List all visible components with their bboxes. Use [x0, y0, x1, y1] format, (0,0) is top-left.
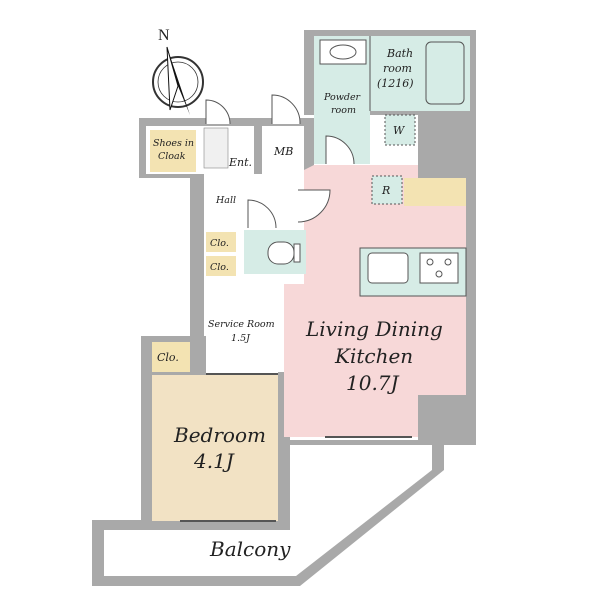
- shoes-cloak-floor: [150, 130, 196, 172]
- compass-north-label: N: [158, 27, 170, 44]
- label-shoes-in-cloak-2: Cloak: [158, 151, 186, 162]
- label-hall: Hall: [215, 195, 236, 206]
- label-bathroom-3: (1216): [377, 77, 414, 90]
- label-ldk-3: 10.7J: [346, 371, 400, 395]
- mb-floor: [262, 126, 304, 174]
- label-powder-room-2: room: [331, 105, 356, 116]
- service-room-floor: [206, 284, 278, 374]
- bedroom-floor: [152, 375, 278, 521]
- closet-1-floor: [206, 232, 236, 252]
- ldk-floor: [284, 165, 466, 437]
- genkan-tiles: [203, 127, 229, 169]
- label-shoes-in-cloak-1: Shoes in: [153, 138, 194, 149]
- fixtures: [180, 36, 465, 522]
- label-bathroom-1: Bath: [386, 47, 413, 60]
- closet-2-floor: [206, 256, 236, 276]
- compass: N: [152, 27, 204, 115]
- label-bedroom-2: 4.1J: [193, 449, 235, 473]
- label-mb: MB: [273, 145, 293, 158]
- label-closet-1: Clo.: [210, 238, 229, 249]
- refrigerator-box: [371, 175, 403, 205]
- label-entrance: Ent.: [228, 156, 252, 169]
- vanity-sink-icon: [319, 39, 367, 65]
- label-bathroom-2: room: [383, 62, 412, 75]
- kitchen-sink-icon: [367, 252, 409, 284]
- label-powder-room-1: Powder: [323, 92, 362, 103]
- label-ldk-1: Living Dining: [305, 317, 443, 341]
- label-balcony: Balcony: [209, 537, 291, 561]
- closet-3-floor: [152, 342, 190, 372]
- label-washer: W: [393, 124, 406, 137]
- label-bedroom-1: Bedroom: [173, 423, 266, 447]
- door-toilet-icon: [247, 199, 277, 229]
- label-service-room-2: 1.5J: [231, 333, 251, 344]
- washer-box: [384, 114, 416, 146]
- door-mb-icon: [271, 94, 301, 125]
- door-powder-icon: [325, 135, 355, 165]
- balcony-floor: [104, 445, 432, 576]
- label-closet-3: Clo.: [157, 351, 179, 364]
- toilet-icon: [267, 241, 295, 265]
- label-ldk-2: Kitchen: [334, 344, 413, 368]
- label-service-room-1: Service Room: [208, 319, 275, 330]
- labels: Shoes in Cloak Ent. MB Hall Clo. Clo. Cl…: [153, 47, 443, 561]
- door-entrance-icon: [205, 99, 231, 125]
- compass-needle-icon: [167, 47, 190, 115]
- stove-icon: [419, 252, 459, 284]
- door-hall-icon: [297, 189, 331, 223]
- label-closet-2: Clo.: [210, 262, 229, 273]
- bathtub-icon: [425, 41, 465, 105]
- compass-ring: [152, 56, 204, 108]
- counter-shelf: [404, 178, 466, 206]
- label-refrigerator: R: [381, 184, 390, 197]
- floors: [104, 36, 470, 576]
